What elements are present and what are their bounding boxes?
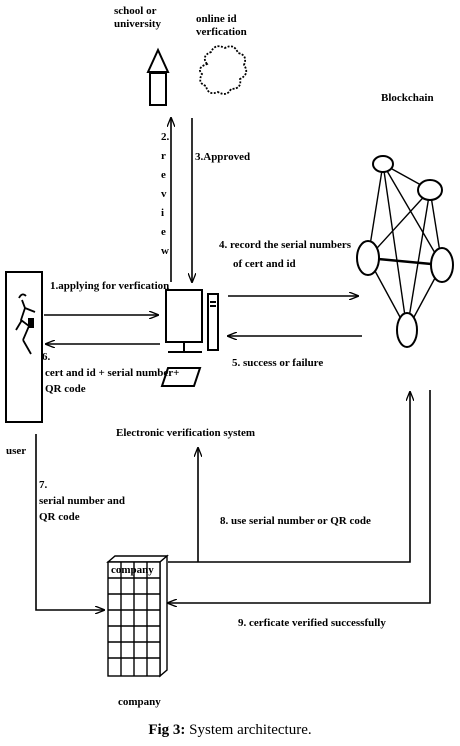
blockchain-network-icon xyxy=(356,155,454,348)
user-label: user xyxy=(6,445,26,457)
edge-7-arrow xyxy=(35,434,104,610)
school-icon xyxy=(146,47,170,106)
edge-9-arrow xyxy=(168,390,431,603)
edge-8-label: 8. use serial number or QR code xyxy=(220,515,371,527)
user-icon xyxy=(5,271,43,423)
edge-8-arrow xyxy=(168,392,410,563)
company-box-label: company xyxy=(111,564,154,576)
edge-5-label: 5. success or failure xyxy=(232,357,323,369)
figure-caption: Fig 3: System architecture. xyxy=(0,722,460,739)
caption-prefix: Fig 3: xyxy=(148,722,186,738)
caption-text: System architecture. xyxy=(185,722,312,738)
blockchain-label: Blockchain xyxy=(381,92,434,104)
cloud-icon xyxy=(198,45,248,95)
edge-9-label: 9. cerficate verified successfully xyxy=(238,617,386,629)
edge-6-label: 6.cert and id + serial number+QR code xyxy=(42,351,179,395)
company-building-icon xyxy=(106,554,169,678)
system-label: Electronic verification system xyxy=(116,427,255,439)
edge-3-label: 3.Approved xyxy=(195,151,250,163)
computer-icon xyxy=(160,289,219,387)
company-label: company xyxy=(118,696,161,708)
edge-1-label: 1.applying for verfication xyxy=(50,280,169,292)
